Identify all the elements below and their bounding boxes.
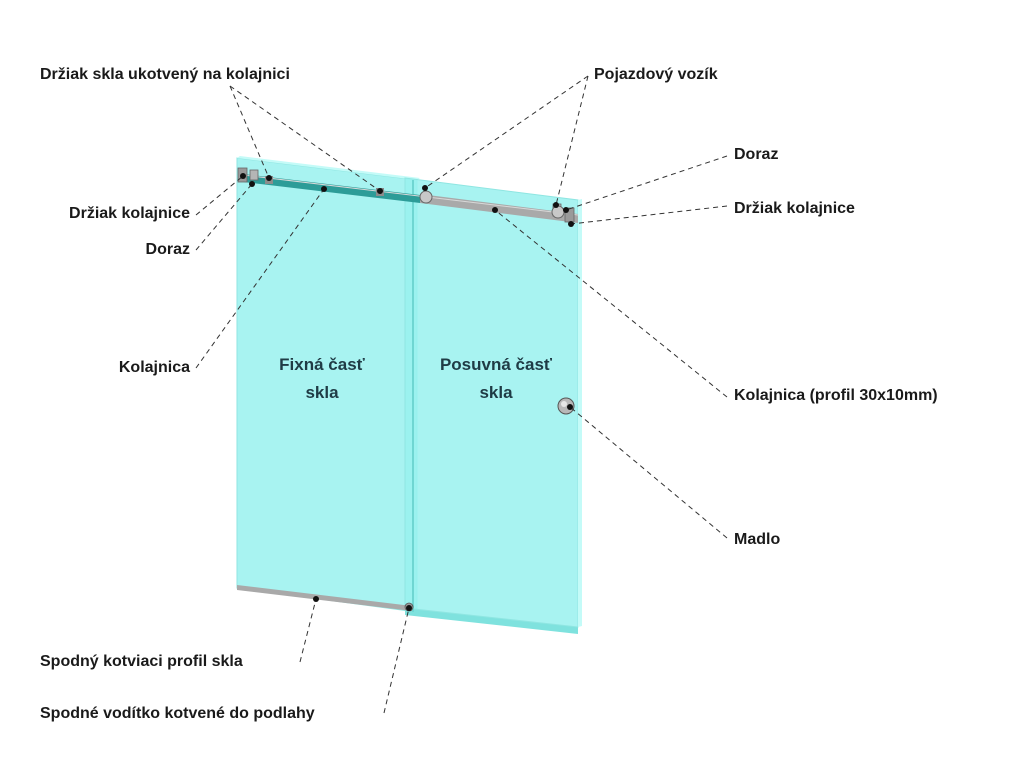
label-glass-holder-rail: Držiak skla ukotvený na kolajnici	[40, 66, 290, 83]
leader-carriage-1	[424, 75, 589, 189]
sliding-pane-label-line2: skla	[479, 383, 513, 402]
sliding-pane-right-edge	[578, 199, 582, 627]
rail-fixed-section	[243, 174, 420, 203]
label-stop-left: Doraz	[146, 241, 190, 258]
fixed-pane-label-line1: Fixná časť	[279, 355, 365, 374]
label-rail-left: Kolajnica	[119, 359, 190, 376]
leader-carriage-2	[555, 75, 589, 206]
anchor-dots	[240, 173, 574, 611]
leader-glass-holder-1	[229, 85, 270, 179]
dot-handle	[567, 404, 573, 410]
label-rail-profile: Kolajnica (profil 30x10mm)	[734, 387, 938, 404]
leader-lines	[195, 75, 728, 714]
sliding-pane-face	[404, 177, 579, 628]
roller-icon	[419, 190, 433, 204]
leader-rail-profile	[494, 209, 728, 398]
leader-rail-holder-left	[195, 175, 244, 216]
dot-bottom-profile	[313, 596, 319, 602]
knob-highlight	[561, 401, 567, 407]
dot-stop-right	[563, 207, 569, 213]
roller-icon	[551, 205, 565, 219]
leader-rail-holder-right	[570, 205, 728, 225]
dot-carriage-1	[422, 185, 428, 191]
leader-bottom-profile	[299, 598, 317, 663]
dot-stop-left	[249, 181, 255, 187]
dot-rail-holder-right	[568, 221, 574, 227]
dot-rail-left	[321, 186, 327, 192]
fixed-pane-label-line2: skla	[305, 383, 339, 402]
label-stop-right: Doraz	[734, 146, 778, 163]
leader-glass-holder-2	[229, 85, 381, 192]
leader-stop-right	[565, 155, 728, 211]
dot-rail-holder-left	[240, 173, 246, 179]
label-rail-holder-left: Držiak kolajnice	[69, 205, 190, 222]
label-handle: Madlo	[734, 531, 780, 548]
leader-stop-left	[195, 183, 253, 251]
dot-rail-profile	[492, 207, 498, 213]
label-floor-guide: Spodné vodítko kotvené do podlahy	[40, 705, 315, 722]
dot-floor-guide	[406, 605, 412, 611]
dot-glass-holder-1	[266, 175, 272, 181]
sliding-glass-pane	[404, 177, 582, 634]
stopper-icon	[249, 169, 259, 181]
label-carriage: Pojazdový vozík	[594, 66, 718, 83]
fixed-pane-top-edge	[237, 156, 420, 180]
leader-handle	[569, 406, 728, 539]
label-rail-holder-right: Držiak kolajnice	[734, 200, 855, 217]
label-bottom-profile: Spodný kotviaci profil skla	[40, 653, 243, 670]
sliding-pane-label-line1: Posuvná časť	[440, 355, 553, 374]
leader-rail-left	[195, 188, 325, 369]
leader-floor-guide	[383, 607, 410, 714]
dot-glass-holder-2	[377, 188, 383, 194]
sliding-pane-bottom-edge	[405, 608, 578, 634]
dot-carriage-2	[553, 202, 559, 208]
bottom-anchor-profile	[237, 585, 412, 611]
rail-highlight	[242, 174, 579, 216]
